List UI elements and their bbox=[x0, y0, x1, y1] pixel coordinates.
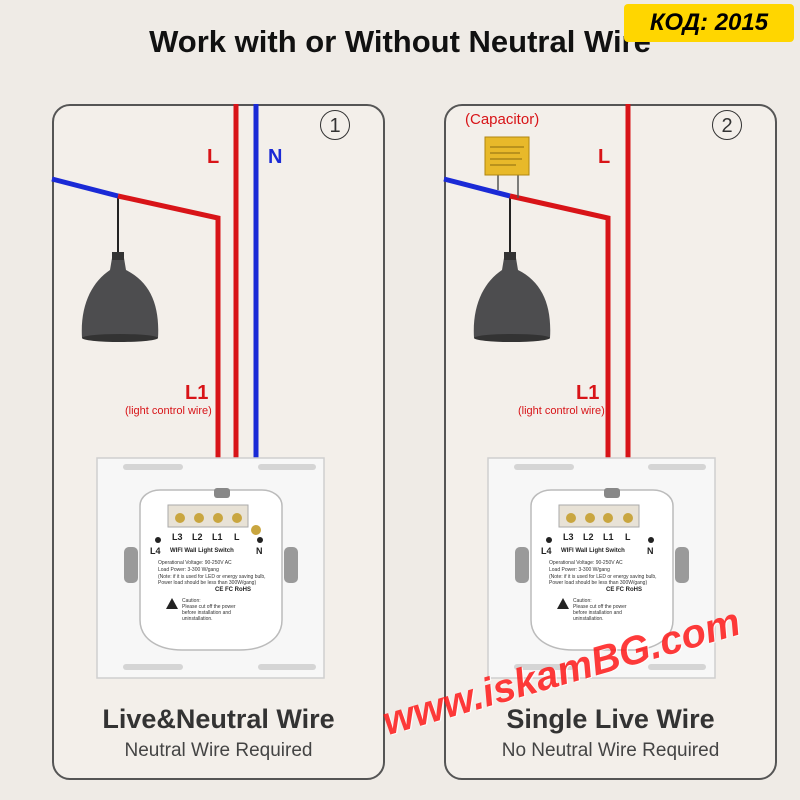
terminal-l3-1: L3 bbox=[172, 532, 183, 542]
l1-note-1: (light control wire) bbox=[125, 405, 212, 417]
panel-number-1: 1 bbox=[320, 110, 350, 140]
module-caution-text-1: Please cut off the power before installa… bbox=[182, 604, 236, 622]
wire-label-n-1: N bbox=[268, 146, 283, 168]
terminal-l1-2: L1 bbox=[603, 532, 614, 542]
neutral-to-lamp-2 bbox=[443, 176, 511, 199]
terminal-n-2: N bbox=[647, 546, 654, 556]
l1-wire-1 bbox=[117, 193, 221, 508]
module-voltage-2: Operational Voltage: 90-250V AC bbox=[549, 560, 623, 566]
wire-label-l-2: L bbox=[598, 146, 611, 168]
terminal-l4-1: L4 bbox=[150, 546, 161, 556]
terminal-l4-2: L4 bbox=[541, 546, 552, 556]
code-badge: КОД: 2015 bbox=[624, 4, 794, 42]
pendant-lamp-icon-2 bbox=[473, 252, 551, 342]
wire-label-l-1: L bbox=[207, 146, 220, 168]
panel-number-2: 2 bbox=[712, 110, 742, 140]
module-voltage-1: Operational Voltage: 90-250V AC bbox=[158, 560, 232, 566]
page-title: Work with or Without Neutral Wire bbox=[149, 24, 651, 59]
module-caution-1: Caution: bbox=[182, 598, 201, 604]
warning-icon-2 bbox=[557, 598, 569, 609]
panel-subheading-1: Neutral Wire Required bbox=[124, 740, 313, 761]
module-note2-2: Power load should be less than 300W/gang… bbox=[549, 580, 648, 586]
panel-heading-1: Live&Neutral Wire bbox=[102, 704, 335, 734]
module-name-1: WIFI Wall Light Switch bbox=[170, 548, 234, 554]
module-caution-2: Caution: bbox=[573, 598, 592, 604]
panel-subheading-2: No Neutral Wire Required bbox=[501, 740, 720, 761]
switch-module-2 bbox=[487, 457, 716, 679]
terminal-l1-1: L1 bbox=[212, 532, 223, 542]
module-certs-2: CE FC RoHS bbox=[606, 587, 642, 593]
panel-heading-2: Single Live Wire bbox=[506, 704, 715, 734]
neutral-to-lamp bbox=[51, 176, 119, 199]
terminal-l2-2: L2 bbox=[583, 532, 594, 542]
module-load-1: Load Power: 3-300 W/gang bbox=[158, 567, 219, 573]
terminal-l3-2: L3 bbox=[563, 532, 574, 542]
wire-label-l1-2: L1 bbox=[576, 382, 600, 404]
wire-label-l1-1: L1 bbox=[185, 382, 209, 404]
module-note-1: (Note: if it is used for LED or energy s… bbox=[158, 574, 266, 580]
terminal-l-1: L bbox=[234, 532, 240, 542]
l1-wire-2 bbox=[509, 193, 611, 508]
switch-module-1 bbox=[96, 457, 325, 679]
terminal-l2-1: L2 bbox=[192, 532, 203, 542]
capacitor-icon bbox=[484, 136, 530, 198]
module-name-2: WIFI Wall Light Switch bbox=[561, 548, 625, 554]
module-caution-text-2: Please cut off the power before installa… bbox=[573, 604, 627, 622]
pendant-lamp-icon-1 bbox=[81, 252, 159, 342]
terminal-n-1: N bbox=[256, 546, 263, 556]
capacitor-label: (Capacitor) bbox=[465, 111, 540, 128]
module-note2-1: Power load should be less than 300W/gang… bbox=[158, 580, 257, 586]
warning-icon-1 bbox=[166, 598, 178, 609]
module-note-2: (Note: if it is used for LED or energy s… bbox=[549, 574, 657, 580]
l1-note-2: (light control wire) bbox=[518, 405, 605, 417]
module-load-2: Load Power: 3-300 W/gang bbox=[549, 567, 610, 573]
module-certs-1: CE FC RoHS bbox=[215, 587, 251, 593]
terminal-l-2: L bbox=[625, 532, 631, 542]
